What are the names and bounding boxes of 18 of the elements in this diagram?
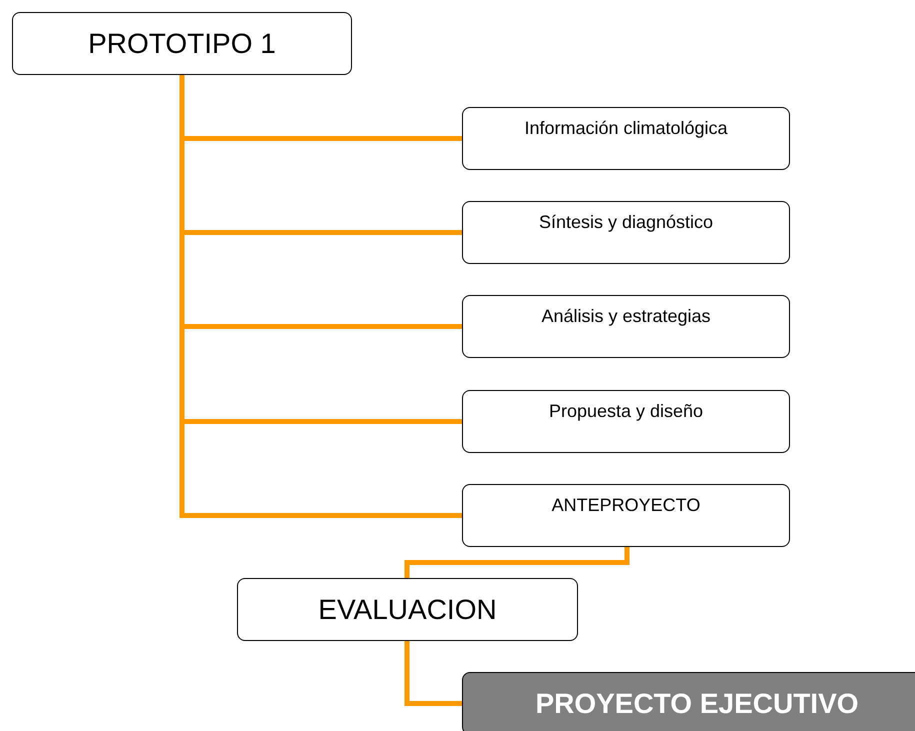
box-label: ANTEPROYECTO (552, 495, 700, 516)
process-box (462, 201, 790, 264)
process-box (462, 107, 790, 170)
box-label: PROYECTO EJECUTIVO (535, 688, 859, 720)
box-label: PROTOTIPO 1 (88, 28, 276, 60)
box-label: EVALUACION (318, 594, 497, 626)
box-label: Información climatológica (524, 118, 728, 139)
final-box (462, 672, 915, 731)
connector-line (404, 547, 630, 578)
process-box (237, 578, 578, 641)
process-box (462, 484, 790, 547)
process-box (462, 390, 790, 453)
box-label: Síntesis y diagnóstico (538, 212, 714, 233)
connector-line (404, 641, 462, 706)
process-box (12, 12, 352, 75)
process-box (462, 295, 790, 358)
box-label: Análisis y estrategias (541, 306, 711, 327)
box-label: Propuesta y diseño (548, 401, 704, 422)
